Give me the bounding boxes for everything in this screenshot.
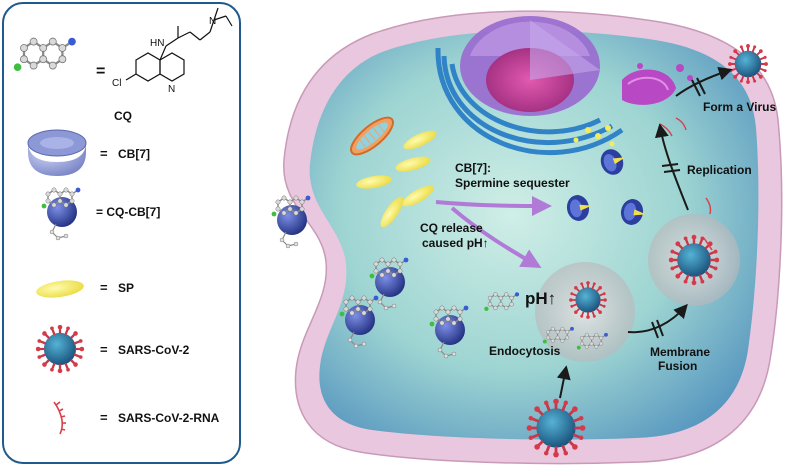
endocytosis-label: Endocytosis	[489, 344, 561, 358]
purple-arrows	[435, 195, 552, 268]
mitochondrion	[350, 116, 394, 156]
cq-cb7-label: = CQ-CB[7]	[96, 205, 160, 219]
endosome-vesicle	[535, 262, 635, 362]
form-virus-label: Form a Virus	[703, 100, 776, 114]
replication-label: Replication	[687, 163, 752, 177]
entering-virus	[525, 397, 587, 459]
sars-cov-2-rna-label: SARS-CoV-2-RNA	[118, 411, 220, 425]
sp-dots	[573, 125, 615, 147]
cq-equals: =	[96, 63, 105, 80]
golgi-apparatus	[622, 63, 693, 105]
cq-formula-hn: HN	[150, 38, 164, 49]
sars-cov-2-rna-equals: =	[100, 410, 108, 425]
cq-release-line1: CQ release	[420, 221, 483, 235]
membrane-fusion-line1: Membrane	[650, 345, 710, 359]
sp-icon	[36, 280, 84, 298]
cb7-annotation-line2: Spermine sequester	[455, 176, 570, 190]
nucleus-with-er	[435, 16, 624, 156]
process-arrows	[556, 66, 733, 399]
cq-label: CQ	[114, 109, 132, 123]
sp-equals: =	[100, 280, 108, 295]
fusion-vesicle	[648, 214, 740, 306]
cb7-icon	[27, 129, 87, 176]
cb7-annotation-line1: CB[7]:	[455, 161, 491, 175]
cq-formula-cl: Cl	[112, 78, 121, 89]
sars-cov-2-equals: =	[100, 342, 108, 357]
membrane-fusion-line2: Fusion	[658, 359, 697, 373]
sars-cov-2-icon	[34, 323, 86, 375]
cq-release-line2: caused pH↑	[422, 236, 489, 250]
cb7-equals: =	[100, 146, 108, 161]
cq-structural-formula	[125, 7, 233, 82]
sars-cov-2-label: SARS-CoV-2	[118, 343, 190, 357]
cq-formula-n-ring: N	[168, 84, 175, 95]
legend-panel: = Cl HN N N CQ = CB[7]	[2, 2, 241, 464]
sars-cov-2-rna-icon	[53, 401, 66, 435]
released-virus	[727, 43, 769, 85]
sp-label: SP	[118, 281, 134, 295]
cb7-label: CB[7]	[118, 147, 150, 161]
ph-label: pH↑	[525, 289, 556, 308]
cq-formula-n-amine: N	[209, 16, 216, 27]
